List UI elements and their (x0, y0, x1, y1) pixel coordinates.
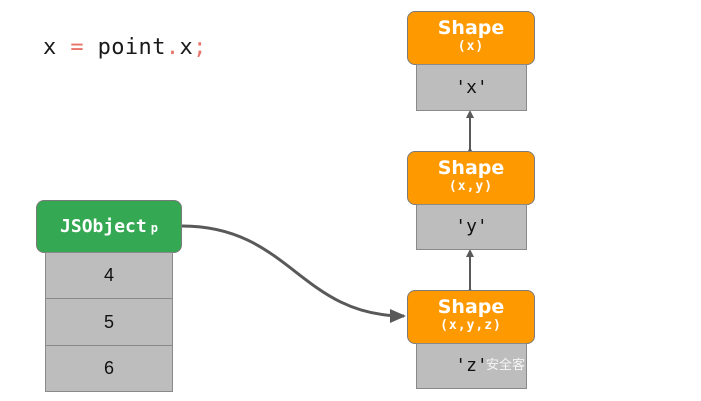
shape-title: Shape (437, 17, 505, 39)
shape-header-xy: Shape (x,y) (407, 151, 535, 205)
code-assign-operator: = (70, 35, 84, 60)
shape-key: 'y' (455, 216, 488, 237)
code-dot-operator: . (165, 35, 180, 60)
shape-key-cell: 'y' (416, 204, 527, 250)
shape-key: 'x' (455, 77, 488, 98)
code-lhs: x (43, 35, 57, 60)
code-line: x = point.x; (43, 35, 207, 60)
watermark: 安全客 (485, 358, 525, 373)
code-property: x (179, 35, 194, 60)
shape-properties: (x) (457, 39, 485, 54)
shape-header-xyz: Shape (x,y,z) (407, 290, 535, 344)
shape-key: 'z' (455, 355, 488, 376)
slot-value: 5 (103, 312, 114, 332)
shape-header-x: Shape (x) (407, 11, 535, 65)
slot-value: 6 (103, 358, 114, 378)
jsobject-slot: 6 (45, 345, 173, 392)
shape-key-cell: 'x' (416, 64, 527, 111)
shape-title: Shape (437, 296, 505, 318)
code-semicolon: ; (193, 35, 207, 60)
code-object: point (97, 35, 166, 60)
jsobject-variable: p (150, 221, 158, 235)
shape-properties: (x,y,z) (440, 318, 502, 333)
slot-value: 4 (103, 265, 114, 285)
shape-title: Shape (437, 157, 505, 179)
shape-properties: (x,y) (448, 179, 494, 194)
jsobject-slot: 5 (45, 298, 173, 346)
jsobject-label: JSObject (60, 216, 147, 237)
shape-key-cell: 'z' 安全客 (416, 343, 527, 389)
jsobject-slot: 4 (45, 252, 173, 299)
shape-pointer-arrow (181, 224, 406, 323)
